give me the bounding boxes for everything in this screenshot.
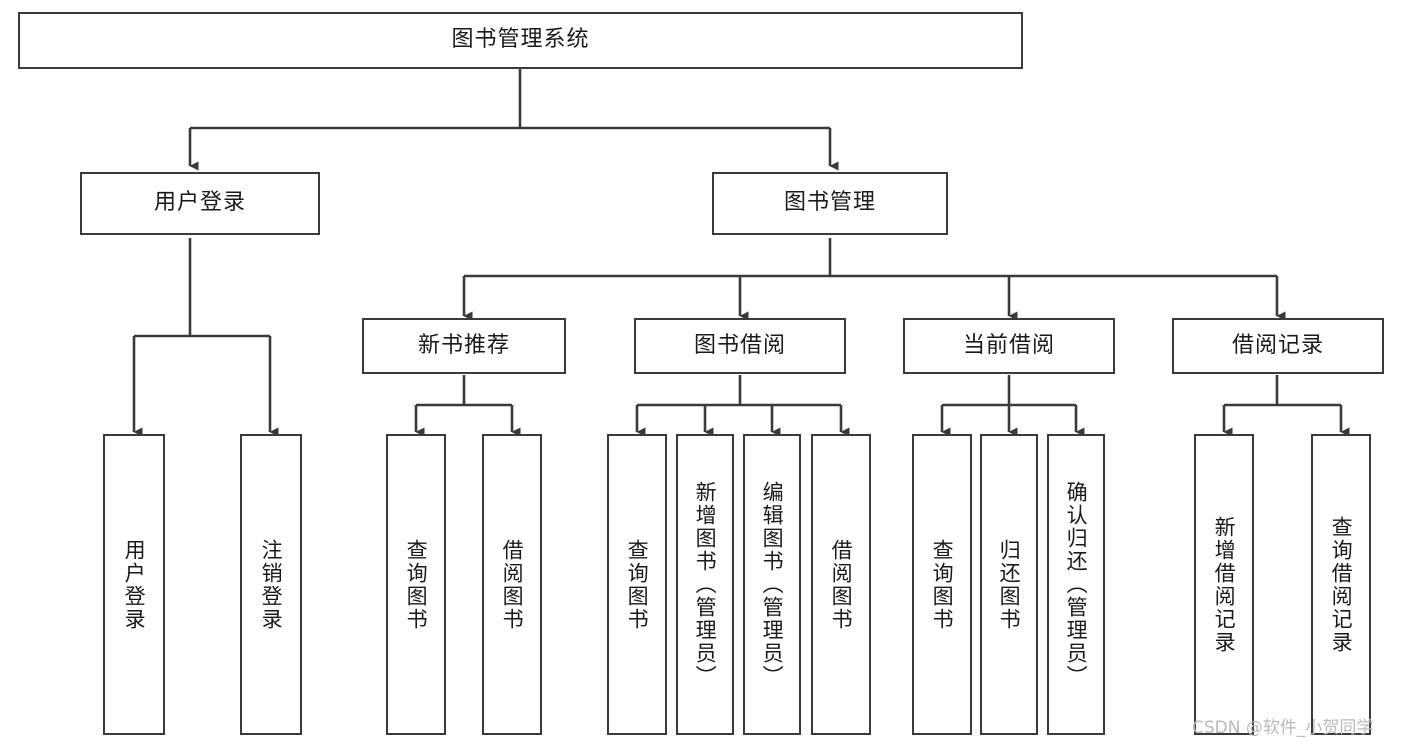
leaf-query-book-2[interactable]: 查询图书 (607, 434, 667, 735)
leaf-edit-book[interactable]: 编辑图书（管理员） (743, 434, 801, 735)
leaf-borrow-book-2[interactable]: 借阅图书 (811, 434, 871, 735)
node-book-borrow[interactable]: 图书借阅 (634, 318, 846, 374)
leaf-query-record[interactable]: 查询借阅记录 (1311, 434, 1371, 735)
leaf-query-book-3[interactable]: 查询图书 (912, 434, 972, 735)
node-current-borrow[interactable]: 当前借阅 (903, 318, 1115, 374)
node-user-login[interactable]: 用户登录 (80, 172, 320, 235)
leaf-borrow-book-1[interactable]: 借阅图书 (482, 434, 542, 735)
leaf-query-book-1[interactable]: 查询图书 (386, 434, 446, 735)
leaf-confirm-return[interactable]: 确认归还（管理员） (1047, 434, 1105, 735)
leaf-user-login[interactable]: 用户登录 (103, 434, 165, 735)
node-borrow-record[interactable]: 借阅记录 (1172, 318, 1384, 374)
leaf-user-logout[interactable]: 注销登录 (240, 434, 302, 735)
node-book-manage[interactable]: 图书管理 (712, 172, 948, 235)
node-new-book-rec[interactable]: 新书推荐 (362, 318, 566, 374)
leaf-add-book[interactable]: 新增图书（管理员） (676, 434, 734, 735)
leaf-add-record[interactable]: 新增借阅记录 (1194, 434, 1254, 735)
watermark-credit: CSDN @软件_小贺同学 (1192, 718, 1374, 738)
node-root[interactable]: 图书管理系统 (18, 12, 1023, 69)
leaf-return-book[interactable]: 归还图书 (980, 434, 1038, 735)
